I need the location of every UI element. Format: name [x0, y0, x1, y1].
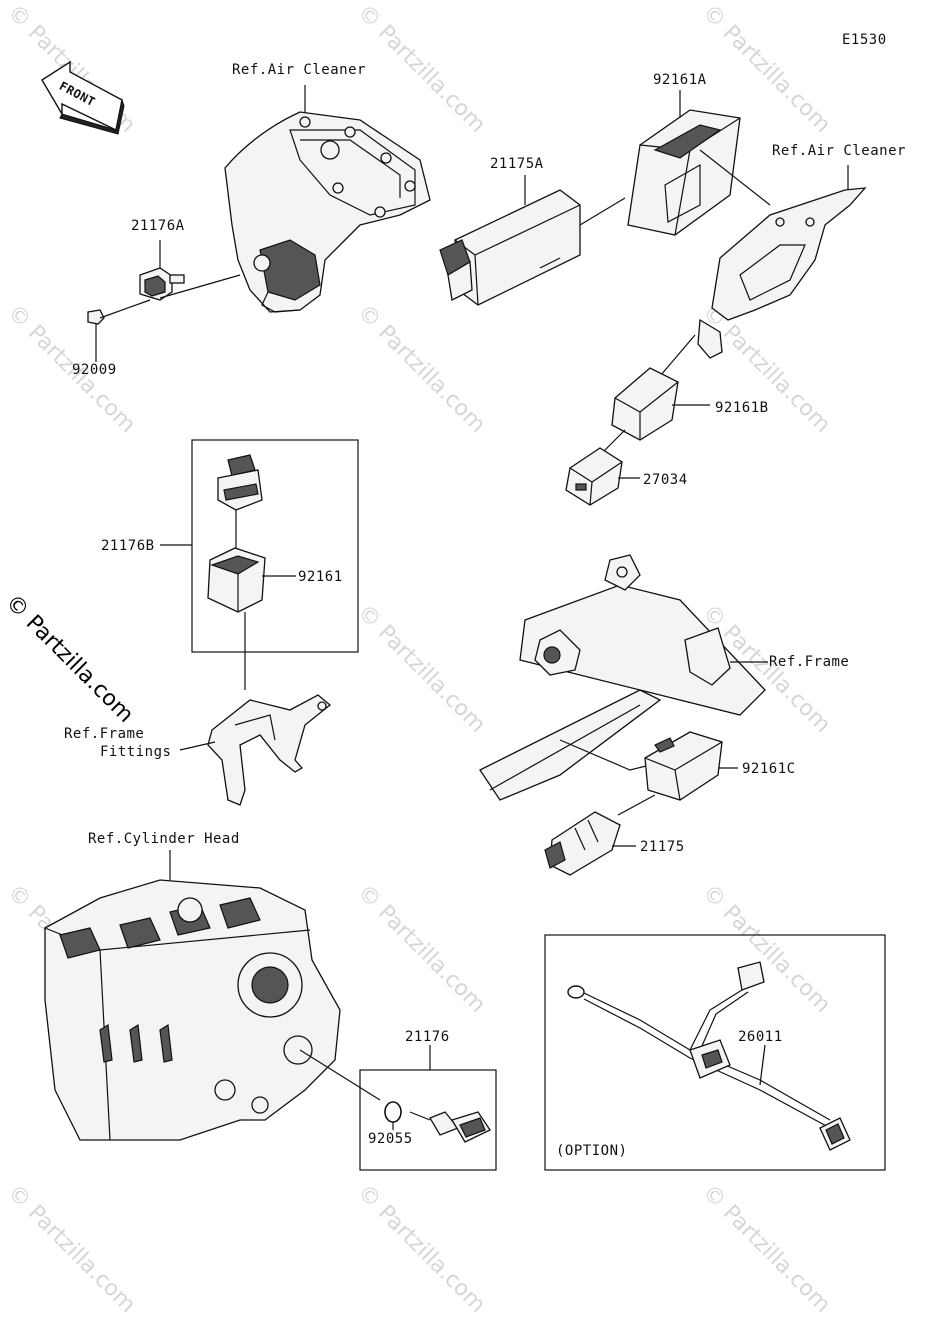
label-92161[interactable]: 92161 [298, 569, 343, 585]
label-ref-air-cleaner-1: Ref.Air Cleaner [232, 62, 366, 78]
label-26011[interactable]: 26011 [738, 1029, 783, 1045]
diagram-drawing [41, 60, 886, 1171]
diagram-code: E1530 [842, 32, 887, 48]
label-21175A[interactable]: 21175A [490, 156, 544, 172]
relay-27034 [565, 447, 640, 506]
holder-92161 [160, 544, 296, 690]
sensor-21176A [87, 240, 241, 362]
washer-92055 [384, 1101, 402, 1130]
group-box-21176 [359, 1069, 497, 1171]
ecu-21175A [439, 175, 626, 306]
frame-fittings-bracket [179, 694, 332, 806]
label-92161C[interactable]: 92161C [742, 761, 796, 777]
label-92055[interactable]: 92055 [368, 1131, 413, 1147]
label-21176A[interactable]: 21176A [131, 218, 185, 234]
sensor-21176 [409, 1111, 491, 1143]
sensor-21175 [544, 811, 636, 876]
front-arrow-icon [41, 60, 125, 135]
sensor-21176B [217, 454, 263, 548]
watermark: © Partzilla.com [697, 1180, 836, 1318]
label-21176[interactable]: 21176 [405, 1029, 450, 1045]
air-cleaner-bracket [654, 165, 867, 383]
harness-26011 [567, 961, 851, 1151]
group-box-option [544, 934, 886, 1171]
label-ref-cylinder-head: Ref.Cylinder Head [88, 831, 240, 847]
holder-92161B [599, 367, 710, 456]
label-21175[interactable]: 21175 [640, 839, 685, 855]
label-27034[interactable]: 27034 [643, 472, 688, 488]
cylinder-head [44, 850, 381, 1141]
watermark: © Partzilla.com [2, 1180, 141, 1318]
label-option: (OPTION) [556, 1143, 628, 1159]
frame-tube [479, 554, 768, 801]
group-box-21176B [191, 439, 359, 653]
label-ref-frame: Ref.Frame [769, 654, 850, 670]
holder-92161C [617, 731, 738, 816]
label-92161B[interactable]: 92161B [715, 400, 769, 416]
air-cleaner-housing [224, 85, 431, 313]
label-ref-air-cleaner-2: Ref.Air Cleaner [772, 143, 906, 159]
label-ref-frame-fittings-2: Fittings [100, 744, 172, 760]
label-21176B[interactable]: 21176B [101, 538, 155, 554]
watermark: © Partzilla.com [352, 1180, 491, 1318]
label-92009[interactable]: 92009 [72, 362, 117, 378]
bracket-92161A [627, 90, 771, 236]
parts-diagram: © Partzilla.com © Partzilla.com © Partzi… [0, 0, 906, 1318]
label-92161A[interactable]: 92161A [653, 72, 707, 88]
label-ref-frame-fittings-1: Ref.Frame [64, 726, 145, 742]
